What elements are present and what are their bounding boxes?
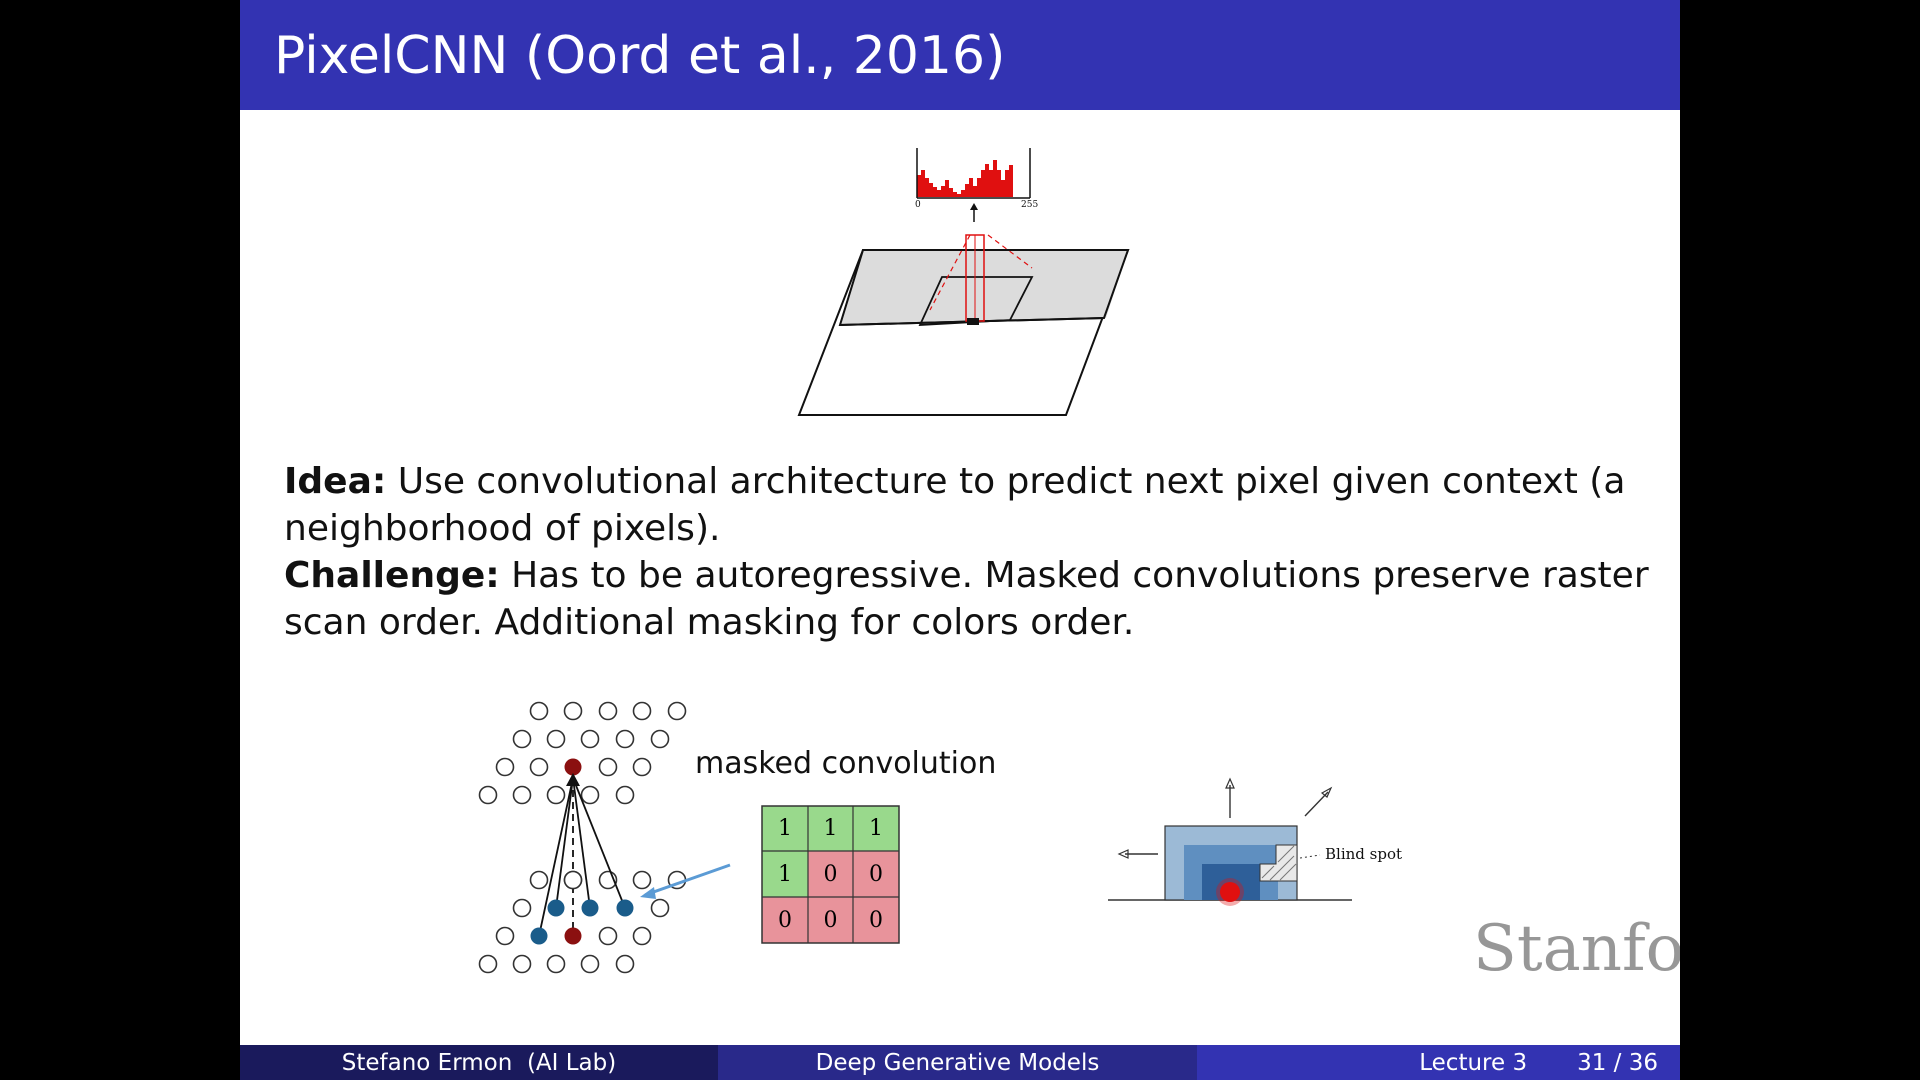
mask-cell: 0 [823, 907, 838, 933]
mask-cell: 1 [778, 816, 792, 841]
output-arrowhead [970, 203, 978, 210]
histogram-max-label: 255 [1021, 200, 1039, 210]
current-pixel-red [1220, 882, 1240, 902]
stanford-watermark: Stanford [1473, 912, 1680, 986]
input-node [564, 927, 582, 945]
title-bar: PixelCNN (Oord et al., 2016) [240, 0, 1680, 110]
mask-cell: 0 [869, 907, 883, 933]
histogram [916, 148, 1031, 222]
mask-cell: 1 [869, 816, 883, 841]
slide-title: PixelCNN (Oord et al., 2016) [274, 26, 1006, 86]
center-hollow-node [563, 870, 583, 890]
context-node [530, 927, 548, 945]
output-node-arrowhead [566, 773, 580, 786]
context-node [547, 899, 565, 917]
blind-spot-label: Blind spot [1325, 845, 1403, 863]
footer-lecture: Lecture 3 [1419, 1049, 1528, 1076]
footer-page-number: 31 / 36 [1577, 1049, 1658, 1076]
current-pixel [967, 318, 979, 325]
footer-author: Stefano Ermon (AI Lab) [240, 1045, 718, 1080]
masked-convolution-label: masked convolution [695, 746, 997, 781]
node-graph-highlights [530, 758, 731, 945]
mask-cell: 0 [823, 861, 838, 887]
idea-text: Use convolutional architecture to predic… [284, 461, 1626, 549]
pointer-arrowhead [640, 887, 656, 899]
pointer-arrow [644, 863, 731, 897]
cone-right [987, 234, 1033, 269]
mask-grid [761, 805, 900, 944]
slide-body: Idea: Use convolutional architecture to … [284, 458, 1664, 646]
footer: Stefano Ermon (AI Lab) Deep Generative M… [240, 1045, 1680, 1080]
idea-label: Idea: [284, 461, 387, 502]
receptive-field [918, 276, 1034, 326]
output-node [564, 758, 582, 776]
node-graph-edges [538, 777, 626, 937]
mask-cell: 0 [869, 861, 883, 887]
challenge-label: Challenge: [284, 555, 500, 596]
blind-spot-diagram [1108, 777, 1352, 906]
footer-right: Lecture 3 31 / 36 [1197, 1045, 1680, 1080]
challenge-text: Has to be autoregressive. Masked convolu… [284, 555, 1649, 643]
node-graph [478, 701, 687, 974]
figure-canvas [478, 148, 1352, 974]
context-node [581, 899, 599, 917]
histogram-min-label: 0 [915, 200, 921, 210]
histogram-bars [917, 160, 1013, 197]
image-planes [797, 234, 1130, 416]
context-node [616, 899, 634, 917]
slide: PixelCNN (Oord et al., 2016) [240, 0, 1680, 1080]
mask-cell: 1 [778, 861, 792, 887]
mask-cell: 0 [778, 907, 792, 933]
footer-course: Deep Generative Models [718, 1045, 1197, 1080]
mask-cell: 1 [823, 816, 838, 841]
